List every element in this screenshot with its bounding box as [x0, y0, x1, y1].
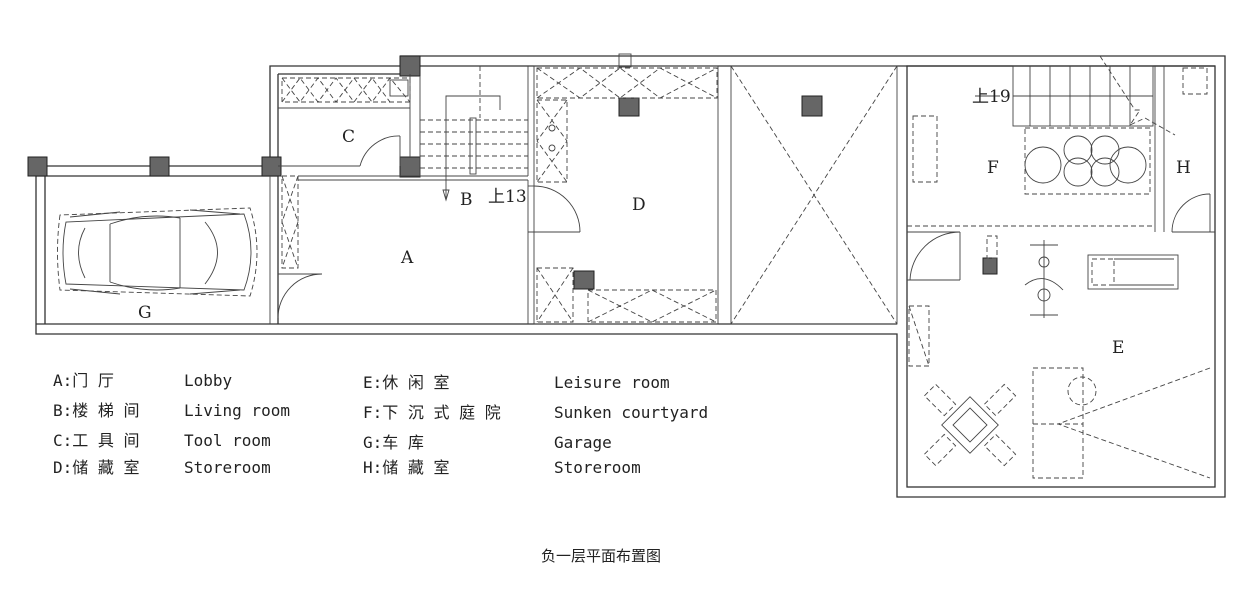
legend: A:门 厅 Lobby B:楼 梯 间 Living room C:工 具 间 … [53, 371, 708, 477]
legend-code: C:工 具 间 [53, 431, 140, 450]
room-label-h: H [1176, 158, 1191, 178]
garage [57, 176, 271, 324]
void [730, 65, 898, 325]
room-label-e: E [1112, 338, 1124, 358]
legend-name: Garage [554, 433, 612, 452]
table-set [923, 383, 1017, 467]
legend-code: D:储 藏 室 [53, 458, 140, 477]
room-label-c: C [342, 127, 355, 147]
stair-b [419, 66, 529, 202]
legend-code: A:门 厅 [53, 371, 114, 390]
legend-name: Storeroom [554, 458, 641, 477]
legend-code: F:下 沉 式 庭 院 [363, 403, 501, 422]
room-label-d: D [632, 195, 646, 215]
level-mark-b: 上13 [488, 187, 527, 207]
right-block [907, 55, 1215, 479]
drawing-title: 负一层平面布置图 [541, 547, 661, 565]
legend-code: H:储 藏 室 [363, 458, 450, 477]
legend-name: Sunken courtyard [554, 403, 708, 422]
tool-room [278, 74, 411, 167]
room-label-f: F [987, 158, 999, 178]
legend-name: Living room [184, 401, 290, 420]
columns [27, 53, 998, 290]
room-label-g: G [138, 303, 152, 323]
level-mark-f: 上19 [972, 87, 1011, 107]
legend-code: B:楼 梯 间 [53, 401, 140, 420]
room-label-a: A [400, 248, 414, 268]
legend-name: Tool room [184, 431, 271, 450]
legend-code: G:车 库 [363, 433, 424, 452]
legend-code: E:休 闲 室 [363, 373, 450, 392]
legend-name: Storeroom [184, 458, 271, 477]
legend-name: Lobby [184, 371, 233, 390]
legend-name: Leisure room [554, 373, 670, 392]
storeroom-d [528, 65, 719, 325]
room-label-b: B [460, 190, 473, 210]
shelves-a [277, 175, 529, 324]
